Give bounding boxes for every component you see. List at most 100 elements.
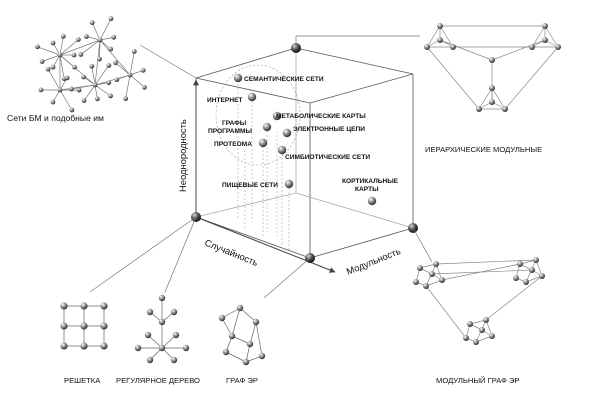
label-programs: ПРОГРАММЫ — [208, 128, 252, 135]
network-node — [542, 23, 548, 29]
cube-edge — [309, 227, 414, 259]
scale-free-network — [35, 16, 147, 113]
network-node — [539, 273, 545, 279]
regular-tree-network — [134, 294, 190, 364]
er-graph-network — [218, 304, 266, 366]
cluster-outline — [215, 64, 301, 166]
network-edge — [239, 307, 257, 323]
network-node — [100, 342, 108, 350]
network-node — [60, 33, 66, 39]
network-edge — [221, 307, 241, 319]
network-edge — [231, 307, 241, 337]
network-node — [89, 63, 95, 69]
label-ba-networks: Сети БМ и подобные им — [7, 113, 104, 123]
network-edge — [439, 25, 454, 48]
network-node — [100, 302, 108, 310]
network-node — [218, 314, 226, 322]
network-edge — [42, 54, 61, 62]
network-node — [158, 318, 166, 326]
network-edge — [426, 46, 480, 110]
network-node — [108, 16, 114, 22]
network-edge — [435, 259, 537, 265]
cube — [195, 47, 414, 259]
network-edge — [59, 39, 79, 56]
network-edge — [59, 89, 73, 111]
network-node — [140, 67, 146, 73]
point-food-webs — [284, 179, 294, 189]
label-food-webs: ПИЩЕВЫЕ СЕТИ — [222, 182, 278, 189]
network-edge — [129, 51, 135, 76]
network-node — [517, 261, 523, 267]
network-node — [123, 96, 129, 102]
network-node — [467, 321, 473, 327]
network-node — [134, 344, 142, 352]
point-proteome — [258, 138, 268, 148]
network-node — [437, 23, 443, 29]
label-electronic-circuits: ЭЛЕКТРОННЫЕ ЦЕПИ — [293, 126, 365, 133]
network-node — [417, 265, 423, 271]
network-node — [106, 80, 112, 86]
network-node — [68, 86, 74, 92]
axis-label-modularity: Модульность — [345, 245, 403, 277]
network-node — [50, 99, 56, 105]
network-edge — [99, 18, 112, 41]
label-cortical-2: КАРТЫ — [355, 186, 379, 193]
network-node — [94, 96, 100, 102]
network-edge — [231, 335, 251, 345]
cube-edge — [195, 216, 311, 259]
network-node — [45, 66, 51, 72]
lattice-network — [60, 302, 108, 350]
network-edge — [249, 321, 257, 345]
network-node — [222, 348, 230, 356]
network-node — [413, 279, 419, 285]
drop-lines — [237, 80, 290, 250]
network-node — [529, 44, 535, 50]
network-edge — [491, 87, 506, 110]
network-edge — [83, 84, 96, 101]
cube-edge-hidden — [195, 192, 297, 218]
network-node — [489, 57, 495, 63]
label-er-graph: ГРАФ ЭР — [226, 376, 258, 385]
label-modular-er: МОДУЛЬНЫЙ ГРАФ ЭР — [436, 376, 520, 385]
network-node — [236, 304, 244, 312]
network-edge — [425, 285, 467, 339]
network-edge — [544, 25, 559, 48]
network-edge — [37, 46, 61, 56]
network-node — [69, 107, 75, 113]
network-node — [38, 87, 44, 93]
network-node — [60, 302, 68, 310]
connector-lines — [89, 35, 433, 299]
point-semantic-networks — [233, 73, 243, 83]
modular-er-network — [413, 257, 545, 345]
label-proteome: ПРОТЕОМА — [214, 141, 252, 148]
network-node — [170, 356, 178, 364]
point-internet — [247, 92, 257, 102]
network-edge — [71, 84, 96, 90]
network-node — [463, 335, 469, 341]
network-node — [146, 356, 154, 364]
network-edge — [99, 39, 101, 60]
network-edge — [47, 68, 61, 91]
point-electronic-circuits — [282, 128, 292, 138]
network-node — [108, 93, 113, 99]
network-node — [182, 344, 190, 352]
network-node — [437, 37, 443, 43]
network-node — [97, 37, 103, 43]
network-node — [57, 87, 63, 93]
axis-label-randomness: Случайность — [203, 237, 260, 268]
network-edge — [94, 74, 131, 86]
network-node — [450, 44, 456, 50]
network-node — [489, 85, 495, 91]
network-node — [146, 308, 154, 316]
network-node — [172, 331, 180, 339]
network-node — [555, 44, 561, 50]
network-node — [39, 59, 45, 64]
network-node — [108, 46, 114, 52]
cube-edge — [295, 47, 414, 75]
network-node — [106, 62, 112, 68]
label-regular-tree: РЕГУЛЯРНОЕ ДЕРЕВО — [116, 376, 200, 385]
point-metabolic-maps — [272, 111, 282, 121]
network-node — [92, 82, 98, 88]
network-node — [489, 99, 495, 105]
